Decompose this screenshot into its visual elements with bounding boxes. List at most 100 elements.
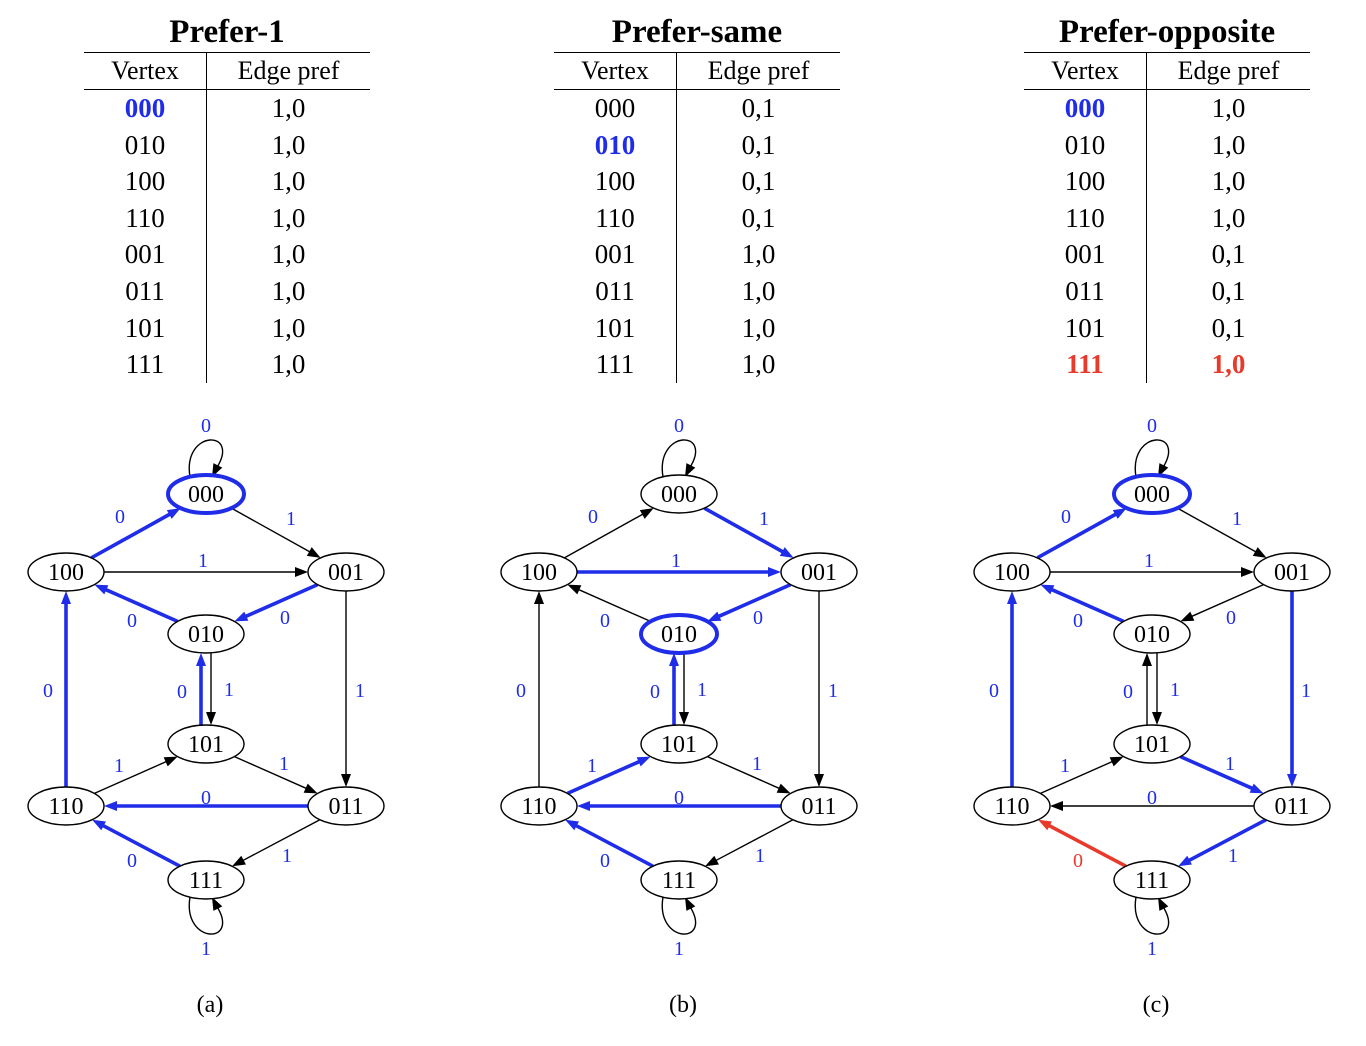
edge-line (234, 755, 308, 790)
edge-arrowhead (534, 591, 544, 604)
vertex-cell: 111 (84, 346, 207, 383)
self-loop (1134, 896, 1170, 935)
edge-label: 1 (286, 508, 296, 530)
edge-100-001 (1050, 567, 1254, 577)
edge-arrowhead (104, 801, 117, 811)
edge-label: 1 (282, 845, 292, 867)
node-label: 100 (994, 560, 1030, 586)
edge-pref-cell: 0,1 (741, 202, 776, 233)
node-label: 000 (661, 482, 697, 508)
node-ellipse (500, 552, 578, 592)
edge-100-001 (104, 567, 308, 577)
node-111: 111 (167, 860, 245, 900)
node-110: 110 (27, 786, 105, 826)
edge-000-000 (661, 439, 697, 478)
node-ellipse (1113, 724, 1191, 764)
node-label: 011 (328, 794, 363, 820)
node-label: 010 (1134, 622, 1170, 648)
edge-arrowhead (212, 897, 223, 911)
edge-pref-cell: 1,0 (741, 239, 776, 270)
edge-arrowhead (206, 712, 216, 725)
edge-line (1179, 754, 1255, 791)
edge-110-100 (534, 591, 544, 787)
edge-arrowhead (814, 774, 824, 787)
edge-011-111 (232, 819, 321, 867)
edge-label: 0 (674, 787, 684, 809)
edge-arrowhead (306, 547, 321, 558)
edge-arrowhead (1038, 819, 1052, 831)
edge-line (1046, 823, 1127, 868)
edge-arrowhead (1142, 653, 1152, 666)
edge-011-110 (104, 801, 308, 811)
vertex-cell: 101 (1024, 309, 1147, 347)
edge-line (103, 587, 179, 624)
node-011: 011 (1253, 786, 1331, 826)
edge-arrowhead (1040, 584, 1055, 595)
node-011: 011 (780, 786, 858, 826)
edge-line (1190, 583, 1264, 618)
edge-label: 1 (671, 550, 681, 572)
edge-label: 0 (753, 607, 763, 629)
node-ellipse (167, 614, 245, 654)
vertex-cell: 010 (554, 126, 677, 164)
edge-010-101 (1152, 653, 1162, 725)
edge-110-101 (566, 756, 651, 796)
edge-label: 1 (201, 938, 211, 960)
edge-line (564, 512, 645, 559)
edge-101-010 (196, 653, 206, 725)
vertex-cell: 101 (84, 309, 207, 347)
node-label: 111 (1135, 868, 1169, 894)
edge-arrowhead (776, 783, 791, 794)
edge-arrowhead (1252, 547, 1267, 558)
edge-label: 1 (1228, 845, 1238, 867)
col-edge-pref: Edge pref (707, 56, 810, 85)
edge-line (707, 755, 781, 790)
edge-arrowhead (567, 584, 582, 595)
node-111: 111 (640, 860, 718, 900)
node-ellipse (780, 786, 858, 826)
edge-111-110 (565, 819, 654, 868)
edge-label: 0 (600, 610, 610, 632)
vertex-cell: 110 (554, 199, 677, 237)
self-loop (1134, 439, 1170, 478)
edge-pref-cell: 1,0 (741, 349, 776, 380)
edge-pref-cell: 0,1 (1211, 312, 1246, 343)
edge-arrowhead (232, 855, 246, 867)
table-row: 101 0,1 (1024, 309, 1310, 347)
edge-101-011 (234, 755, 318, 794)
node-000: 000 (1112, 473, 1192, 515)
edge-011-110 (1050, 801, 1254, 811)
node-110: 110 (500, 786, 578, 826)
edge-000-000 (188, 439, 224, 478)
edge-arrowhead (1007, 591, 1017, 604)
node-label: 001 (328, 560, 364, 586)
edge-pref-cell: 1,0 (271, 275, 306, 306)
node-label: 100 (521, 560, 557, 586)
vertex-cell: 011 (1024, 272, 1147, 310)
edge-label: 0 (177, 681, 187, 703)
edge-label: 0 (43, 680, 53, 702)
vertex-cell: 110 (1024, 199, 1147, 237)
edge-arrowhead (1158, 897, 1169, 911)
node-ellipse (1113, 860, 1191, 900)
edge-000-001 (1177, 507, 1267, 558)
edge-110-100 (1007, 591, 1017, 787)
edge-pref-cell: 1,0 (271, 202, 306, 233)
edge-label: 1 (1232, 508, 1242, 530)
node-label: 110 (48, 794, 83, 820)
vertex-cell: 101 (554, 309, 677, 347)
edge-label: 1 (828, 680, 838, 702)
edge-arrowhead (166, 508, 181, 519)
table-title: Prefer-1 (169, 14, 285, 50)
edge-arrowhead (234, 611, 249, 622)
node-ellipse (166, 473, 246, 515)
node-ellipse (780, 552, 858, 592)
